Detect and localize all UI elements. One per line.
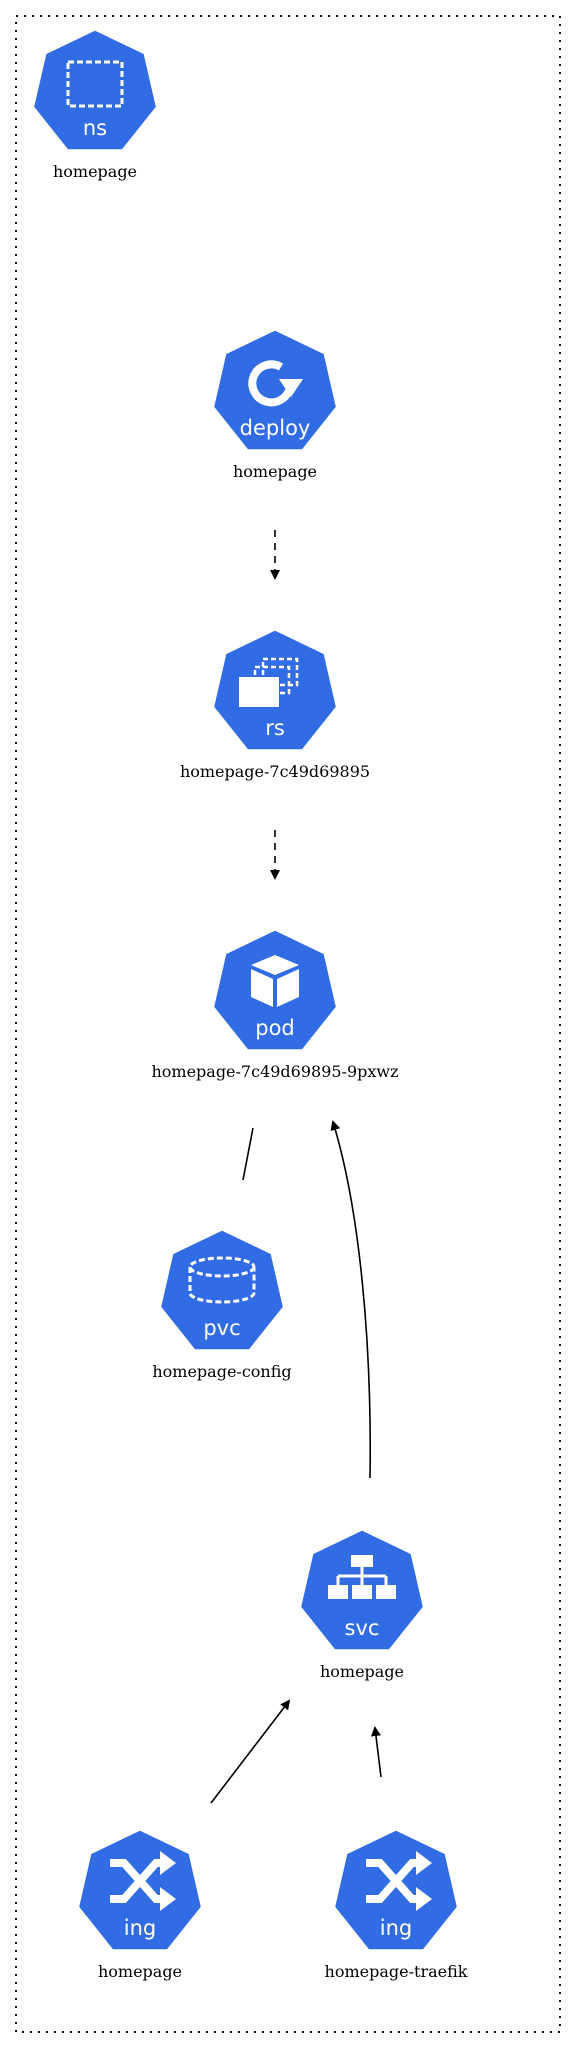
pod-kind: pod xyxy=(255,1016,295,1040)
node-namespace[interactable]: ns homepage xyxy=(31,27,159,181)
replicaset-label: homepage-7c49d69895 xyxy=(180,762,370,781)
namespace-frame xyxy=(15,15,561,2033)
node-ingress-traefik[interactable]: ing homepage-traefik xyxy=(325,1827,468,1981)
replicaset-icon xyxy=(239,657,299,707)
ingress-kind: ing xyxy=(124,1916,156,1940)
node-service[interactable]: svc homepage xyxy=(298,1527,426,1681)
pvc-icon xyxy=(188,1256,256,1304)
service-icon xyxy=(328,1555,396,1599)
edge-pod-pvc xyxy=(242,1127,254,1181)
node-replicaset[interactable]: rs homepage-7c49d69895 xyxy=(180,627,370,781)
node-pvc[interactable]: pvc homepage-config xyxy=(152,1227,292,1381)
edges xyxy=(210,530,382,1804)
deployment-label: homepage xyxy=(233,462,317,481)
node-ingress[interactable]: ing homepage xyxy=(76,1827,204,1981)
edge-service-pod xyxy=(330,1120,371,1479)
deployment-kind: deploy xyxy=(240,416,311,440)
ingress-traefik-kind: ing xyxy=(380,1916,412,1940)
service-kind: svc xyxy=(345,1616,380,1640)
node-deployment[interactable]: deploy homepage xyxy=(211,327,339,481)
edge-ingress-service xyxy=(210,1699,291,1804)
ingress-icon xyxy=(366,1851,432,1911)
namespace-kind: ns xyxy=(83,116,107,140)
pvc-kind: pvc xyxy=(203,1316,240,1340)
ingress-traefik-label: homepage-traefik xyxy=(325,1962,468,1981)
pod-icon xyxy=(251,955,299,1007)
ingress-label: homepage xyxy=(98,1962,182,1981)
node-pod[interactable]: pod homepage-7c49d69895-9pxwz xyxy=(151,927,399,1081)
edge-ingress-traefik-service xyxy=(371,1726,382,1778)
namespace-label: homepage xyxy=(53,162,137,181)
deployment-icon xyxy=(248,360,303,407)
service-label: homepage xyxy=(320,1662,404,1681)
pod-label: homepage-7c49d69895-9pxwz xyxy=(151,1062,398,1081)
ingress-icon xyxy=(110,1851,176,1911)
replicaset-kind: rs xyxy=(265,716,285,740)
namespace-icon xyxy=(66,60,124,108)
pvc-label: homepage-config xyxy=(152,1362,291,1381)
